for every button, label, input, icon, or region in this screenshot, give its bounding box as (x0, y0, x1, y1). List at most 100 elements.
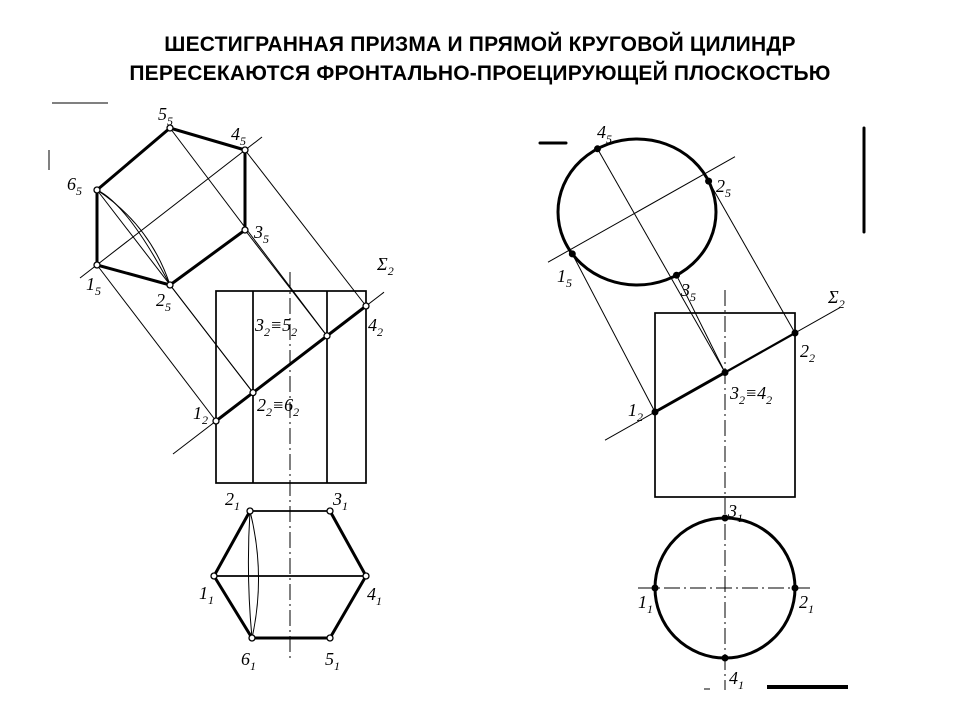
label-main: 1 (628, 400, 637, 420)
label-main: 4 (367, 584, 376, 604)
label-main: ≡6 (272, 395, 293, 415)
label-main: ≡5 (270, 315, 291, 335)
section-curve-inner (96, 189, 171, 286)
section-curve-outer (96, 189, 171, 286)
label-2-1: 21 (225, 489, 240, 513)
projection-line-5 (169, 127, 328, 337)
label-subscript: 5 (690, 290, 696, 304)
point-1-5 (93, 261, 101, 269)
cylinder-drawing: 45 25 15 35 Σ2 22 12 32≡42 31 11 21 41 (547, 122, 845, 692)
label-3-2-4-2: 32≡42 (729, 383, 772, 407)
label-main: 1 (193, 403, 202, 423)
label-3-1: 31 (332, 489, 348, 513)
projection-line-4 (597, 148, 726, 373)
top-section-curve-b (247, 510, 253, 639)
label-1-1: 11 (199, 583, 214, 607)
label-2-1: 21 (799, 592, 814, 616)
section-trace (214, 304, 368, 423)
label-main: 4 (231, 124, 240, 144)
section-trace-far (724, 332, 796, 374)
label-subscript: 1 (737, 511, 743, 525)
label-subscript: 2 (293, 405, 299, 419)
label-1-2: 12 (628, 400, 643, 424)
label-subscript: 1 (250, 659, 256, 673)
label-subscript: 1 (808, 602, 814, 616)
point-6-5 (93, 186, 101, 194)
label-subscript: 2 (766, 393, 772, 407)
label-main: 3 (332, 489, 342, 509)
label-sigma-2: Σ2 (376, 254, 394, 278)
label-6-1: 61 (241, 649, 256, 673)
label-main: 1 (638, 592, 647, 612)
label-subscript: 2 (839, 297, 845, 311)
point-3-1 (721, 514, 729, 522)
point-2-2 (791, 329, 799, 337)
section-ellipse (556, 137, 718, 287)
label-5-1: 51 (325, 649, 340, 673)
label-subscript: 5 (165, 300, 171, 314)
label-main: 3 (254, 315, 264, 335)
label-main: 4 (597, 122, 606, 142)
label-main: 2 (800, 341, 809, 361)
point-3-5 (241, 226, 249, 234)
point-1-1 (210, 572, 218, 580)
label-subscript: 5 (263, 232, 269, 246)
point-6-1 (248, 634, 256, 642)
label-main: 3 (729, 383, 739, 403)
label-subscript: 5 (606, 132, 612, 146)
point-1-1 (651, 584, 659, 592)
projection-line-1 (96, 264, 217, 422)
label-1-1: 11 (638, 592, 653, 616)
label-4-1: 41 (729, 668, 744, 692)
point-2-5 (705, 177, 713, 185)
label-2-5: 25 (716, 176, 731, 200)
section-trace-near (653, 371, 727, 414)
label-sigma-2: Σ2 (827, 287, 845, 311)
label-subscript: 5 (76, 184, 82, 198)
point-3-5-2 (323, 332, 331, 340)
label-subscript: 1 (208, 593, 214, 607)
point-1-2 (212, 417, 220, 425)
aux-axis-line (79, 136, 263, 279)
label-subscript: 2 (809, 351, 815, 365)
label-subscript: 2 (377, 325, 383, 339)
label-subscript: 1 (376, 594, 382, 608)
label-main: 2 (156, 290, 165, 310)
label-3-5: 35 (680, 280, 696, 304)
prism-front-outline (215, 290, 367, 484)
label-subscript: 5 (240, 134, 246, 148)
point-2-1 (791, 584, 799, 592)
label-1-5: 15 (557, 266, 572, 290)
prism-top-view (210, 507, 370, 642)
label-subscript: 2 (388, 264, 394, 278)
label-main: 5 (158, 104, 167, 124)
label-main: 6 (241, 649, 250, 669)
label-4-5: 45 (231, 124, 246, 148)
label-5-5: 55 (158, 104, 173, 128)
cylinder-aux-points (568, 145, 713, 279)
label-4-1: 41 (367, 584, 382, 608)
slide-title: ШЕСТИГРАННАЯ ПРИЗМА И ПРЯМОЙ КРУГОВОЙ ЦИ… (0, 30, 960, 88)
label-subscript: 1 (647, 602, 653, 616)
point-3-4-2 (721, 369, 729, 376)
projection-line-4 (244, 149, 367, 307)
label-subscript: 2 (266, 405, 272, 419)
label-main: 3 (727, 501, 737, 521)
cylinder-front-view (604, 290, 841, 690)
point-2-6-2 (249, 388, 257, 397)
title-line-1: ШЕСТИГРАННАЯ ПРИЗМА И ПРЯМОЙ КРУГОВОЙ ЦИ… (164, 33, 796, 56)
label-subscript: 2 (264, 325, 270, 339)
prism-aux-points (93, 124, 249, 289)
label-subscript: 2 (637, 410, 643, 424)
prism-projection-lines (96, 127, 367, 422)
label-subscript: 5 (167, 114, 173, 128)
hexagon-outline (212, 509, 368, 640)
label-3-2-5-2: 32≡52 (254, 315, 297, 339)
label-1-2: 12 (193, 403, 208, 427)
point-3-5 (673, 271, 680, 279)
label-main: 6 (67, 174, 76, 194)
label-2-5: 25 (156, 290, 171, 314)
label-main: 2 (799, 592, 808, 612)
